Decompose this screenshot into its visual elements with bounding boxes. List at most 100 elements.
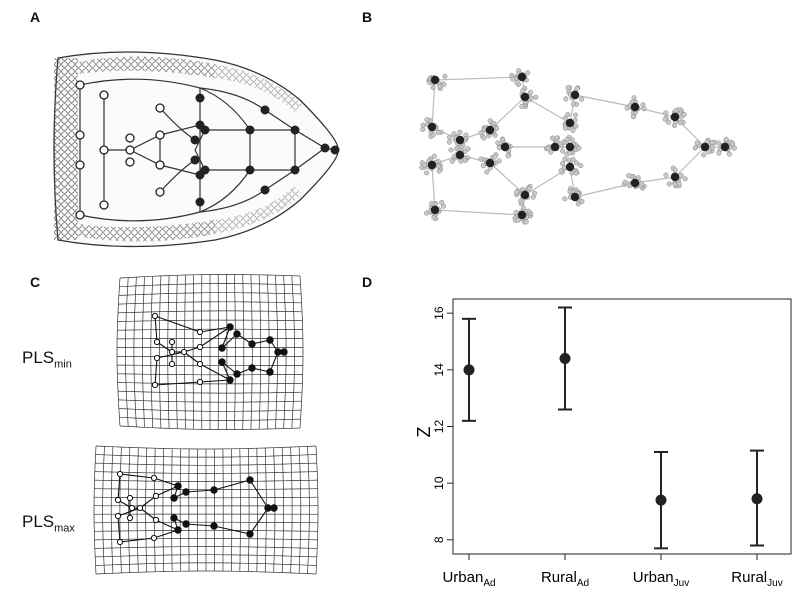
open-landmark	[196, 378, 204, 386]
specimen-point	[673, 108, 679, 114]
specimen-point	[513, 209, 519, 215]
open-landmark	[114, 512, 122, 520]
shape-link	[139, 495, 157, 509]
grid-line	[315, 445, 319, 575]
grid-line	[250, 274, 253, 430]
grid-line	[95, 554, 317, 558]
shape-link	[221, 326, 231, 349]
open-landmark	[168, 348, 176, 356]
specimen-point	[666, 119, 672, 125]
shape-link	[199, 326, 231, 333]
grid-line	[119, 447, 122, 573]
skull-line	[264, 169, 296, 191]
specimen-point	[570, 157, 576, 163]
shape-link	[199, 379, 231, 383]
open-landmark	[151, 381, 159, 389]
grid-line	[266, 274, 270, 430]
specimen-point	[676, 181, 682, 187]
open-landmark	[155, 103, 165, 113]
grid-line	[94, 488, 318, 491]
specimen-point	[523, 219, 529, 225]
specimen-point	[478, 130, 484, 136]
open-landmark	[150, 474, 158, 482]
specimen-point	[564, 136, 570, 142]
grid-line	[110, 446, 114, 574]
filled-landmark	[218, 344, 226, 352]
specimen-point	[484, 169, 490, 175]
grid-line	[258, 274, 262, 430]
panel-letter-a: A	[30, 9, 41, 25]
filled-landmark	[195, 93, 205, 103]
specimen-point	[435, 163, 442, 169]
specimen-point	[421, 162, 427, 168]
filled-landmark	[320, 143, 330, 153]
grid-line	[94, 471, 318, 474]
specimen-point	[563, 125, 569, 131]
grid-line	[162, 448, 165, 572]
specimen-point	[437, 83, 443, 89]
error-bar	[750, 449, 764, 547]
specimen-point	[560, 148, 566, 154]
shape-link	[154, 357, 158, 386]
grid-line	[234, 274, 236, 430]
specimen-point	[441, 81, 447, 87]
shape-link	[139, 507, 157, 521]
specimen-point	[666, 181, 672, 187]
grid-line	[290, 447, 293, 573]
mean-landmark	[570, 90, 580, 100]
mean-landmark	[455, 135, 465, 145]
filled-landmark	[233, 370, 241, 378]
grid-line	[117, 390, 303, 394]
open-landmark	[196, 328, 204, 336]
shape-link	[156, 351, 185, 359]
mean-landmark	[430, 205, 440, 215]
filled-landmark	[260, 105, 270, 115]
open-landmark	[196, 360, 204, 368]
specimen-point	[520, 87, 526, 93]
specimen-point	[435, 130, 441, 136]
open-landmark	[99, 200, 109, 210]
grid-line	[307, 446, 310, 574]
grid-line	[145, 447, 148, 573]
specimen-point	[510, 76, 516, 82]
pls-max-deformation-grid	[93, 445, 319, 575]
mean-landmark	[520, 190, 530, 200]
specimen-point	[430, 85, 436, 91]
panel-letter-b: B	[362, 9, 373, 25]
specimen-point	[730, 141, 736, 147]
open-landmark	[153, 338, 161, 346]
specimen-point	[716, 150, 722, 156]
filled-landmark	[290, 125, 300, 135]
mean-landmark	[427, 122, 437, 132]
pls-min-label: PLSmin	[22, 348, 72, 370]
open-landmark	[153, 354, 161, 362]
filled-landmark	[290, 165, 300, 175]
specimen-point	[557, 141, 563, 147]
grid-line	[299, 275, 304, 429]
mean-landmark	[565, 118, 575, 128]
filled-landmark	[274, 348, 282, 356]
skull-line	[79, 189, 266, 222]
mean-landmark	[670, 172, 680, 182]
specimen-point	[514, 80, 520, 86]
specimen-point	[630, 114, 636, 120]
skull-drawing	[53, 51, 340, 248]
filled-landmark	[170, 494, 178, 502]
specimen-point	[678, 172, 684, 178]
shape-link	[119, 537, 155, 543]
grid-line	[239, 448, 241, 572]
filled-landmark	[170, 514, 178, 522]
mean-point	[751, 493, 763, 505]
filled-landmark	[245, 165, 255, 175]
grid-line	[118, 301, 302, 305]
specimen-point	[701, 152, 707, 158]
filled-landmark	[200, 165, 210, 175]
y-tick-label: 14	[432, 363, 446, 377]
specimen-point	[573, 112, 579, 118]
shape-link	[153, 477, 179, 487]
specimen-point	[709, 140, 715, 146]
grid-line	[119, 274, 301, 279]
pls-max-sub: max	[54, 522, 75, 535]
specimen-point	[519, 103, 525, 110]
mean-landmark	[485, 158, 495, 168]
